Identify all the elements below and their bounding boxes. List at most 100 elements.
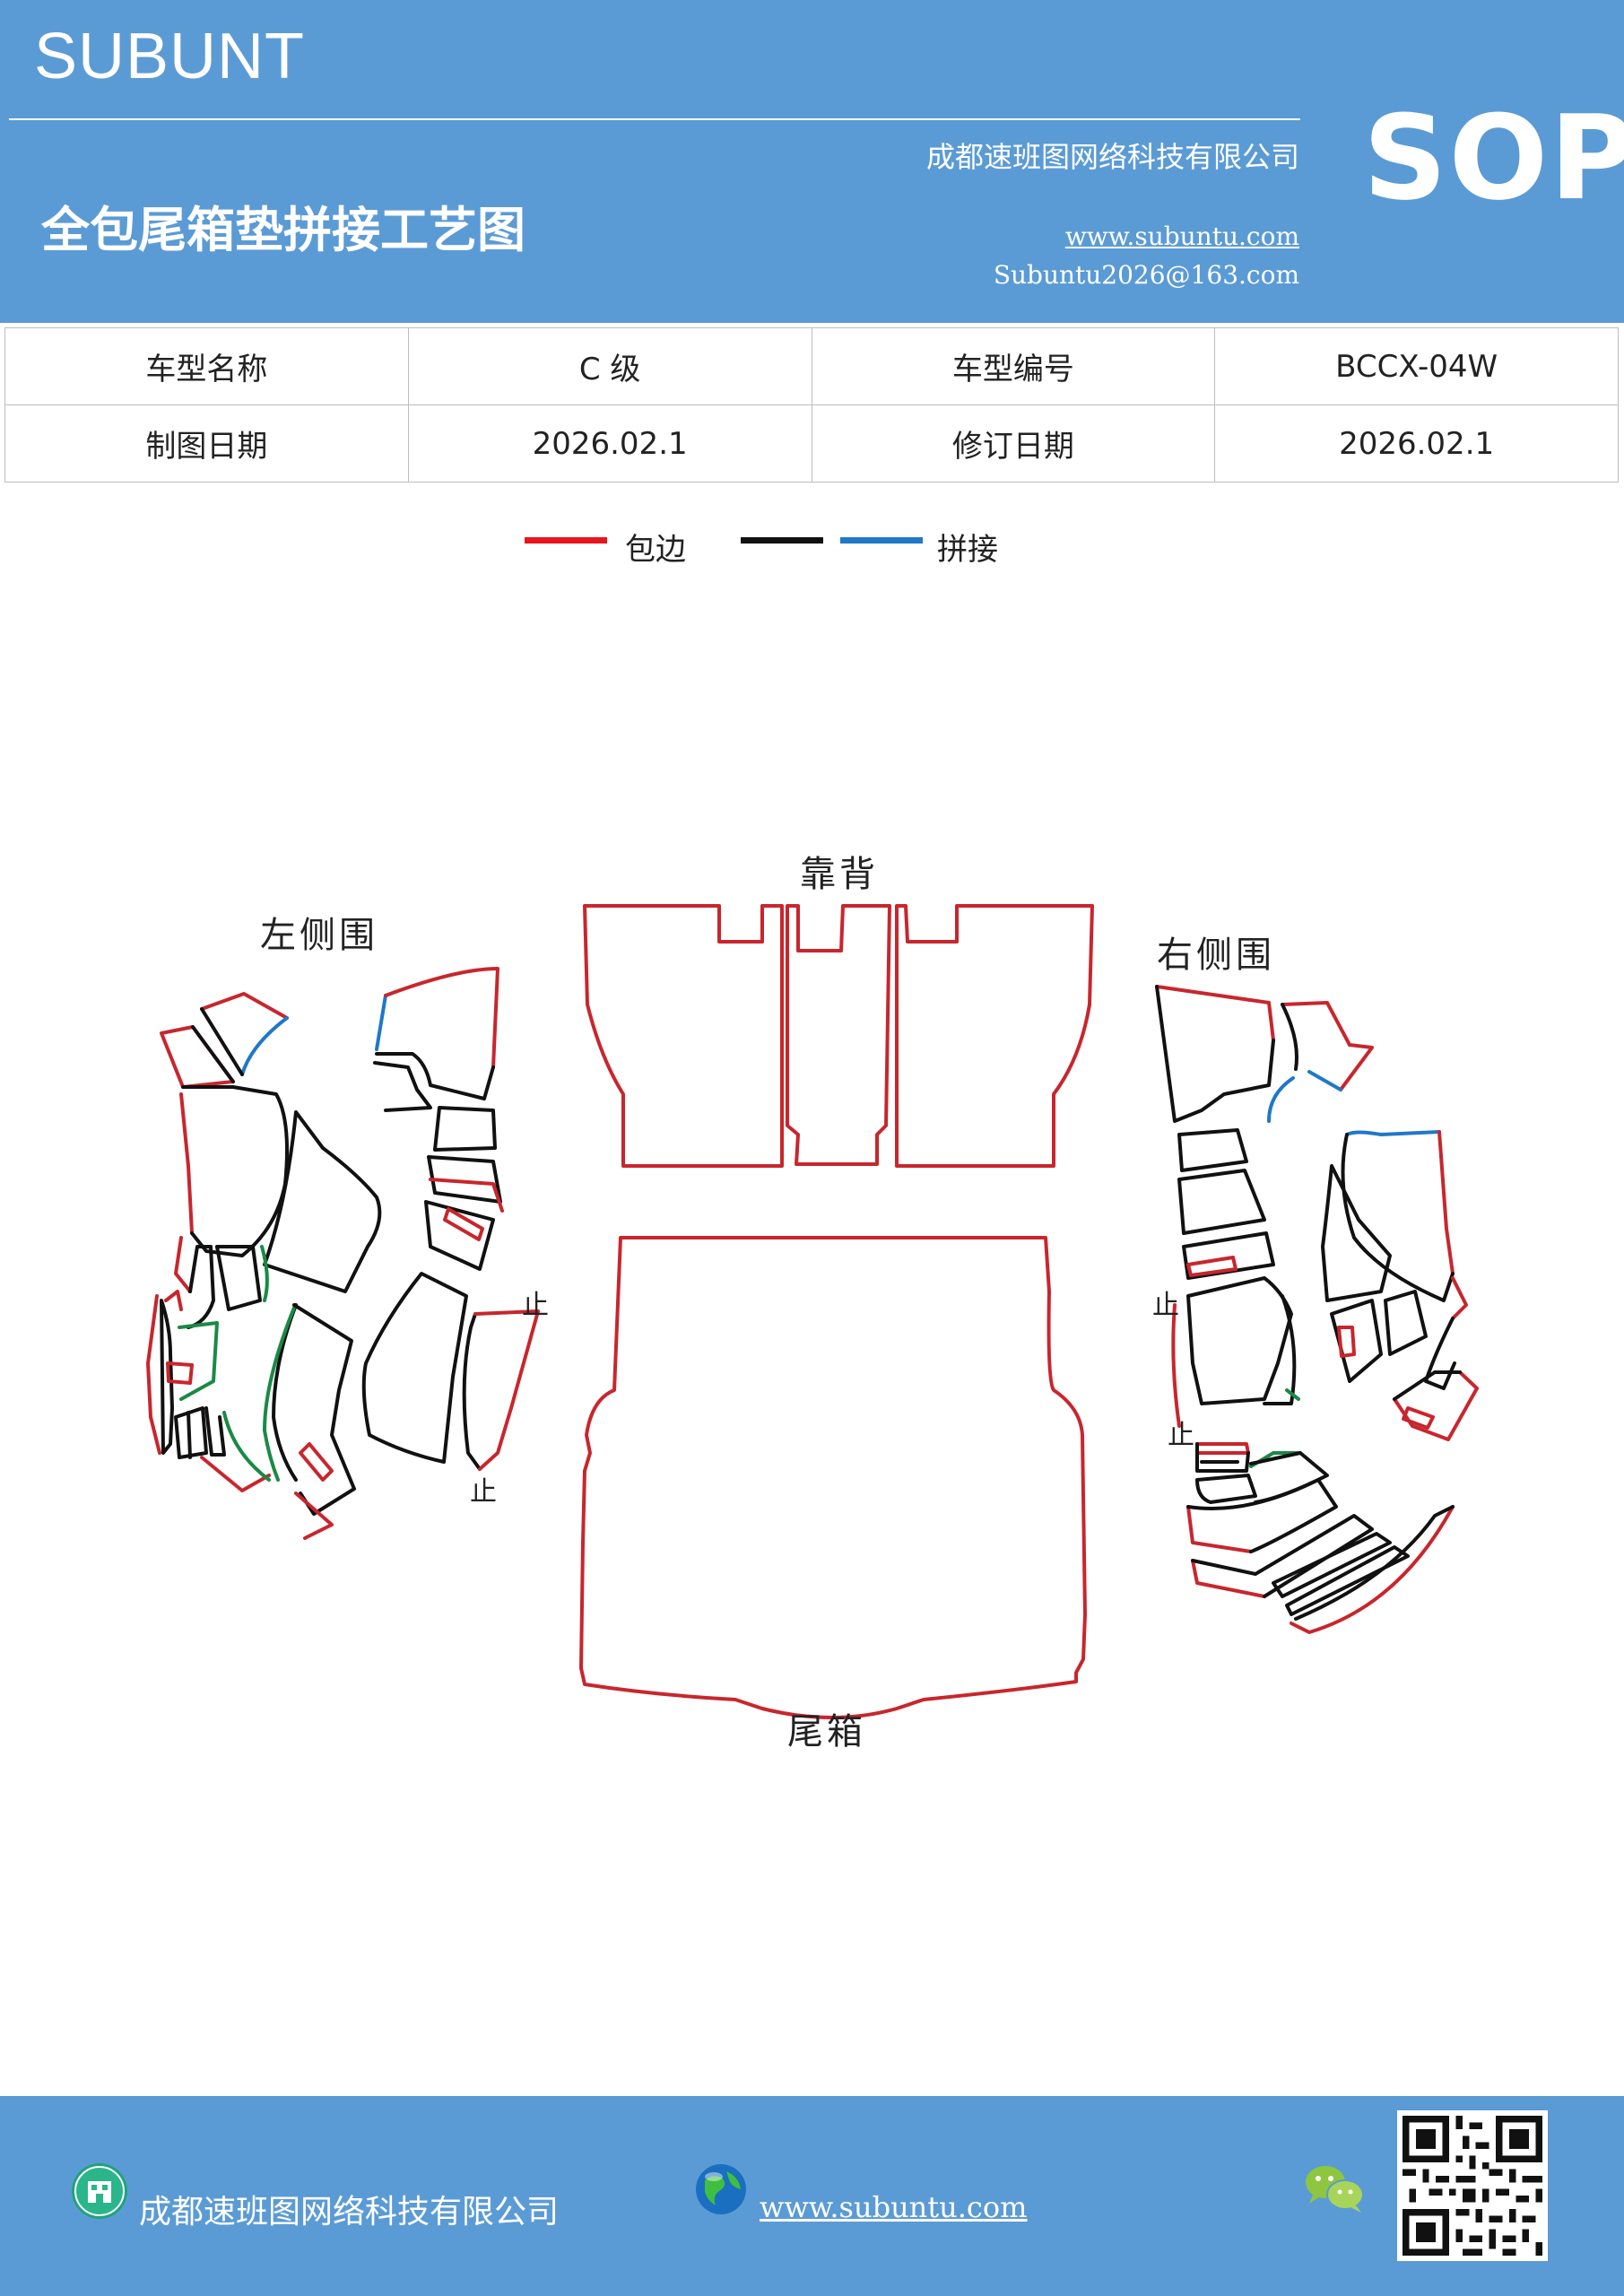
right-piece [1155,985,1275,1042]
right-piece [1281,1001,1351,1047]
left-piece [187,1245,215,1329]
left-piece [191,1025,235,1083]
left-piece [373,1061,432,1112]
right-piece [1186,1256,1238,1277]
right-piece [1424,1317,1456,1390]
stop-mark: 止 [1168,1420,1198,1451]
company-name: 成都速班图网络科技有限公司 [925,140,1299,174]
right-piece [1267,1076,1295,1123]
left-piece [263,1110,382,1293]
right-piece [1393,1370,1462,1401]
info-table: 车型名称 C 级 车型编号 BCCX-04W 制图日期 2026.02.1 修订… [4,327,1619,483]
table-cell: 车型编号 [811,327,1216,405]
legend: 包边 拼接 [525,525,1152,570]
sop-badge: SOP [1363,90,1624,226]
globe-icon [692,2161,750,2218]
label-right-side: 右侧围 [1157,935,1275,976]
qr-code-svg [1403,2116,1542,2256]
right-piece [1177,1128,1248,1172]
header-banner: SUBUNT 成都速班图网络科技有限公司 全包尾箱垫拼接工艺图 www.subu… [0,0,1624,323]
stop-mark: 止 [1152,1290,1183,1321]
table-row: 车型名称 C 级 车型编号 BCCX-04W [4,327,1619,405]
left-piece [263,1306,296,1482]
qr-code [1397,2110,1548,2261]
globe-icon-svg [696,2164,746,2214]
right-piece [1339,1043,1374,1091]
stop-mark: 止 [470,1476,500,1508]
left-piece [361,1272,468,1464]
right-piece [1294,1505,1455,1621]
legend-edge-swatch [525,537,607,544]
footer-company-name: 成都速班图网络科技有限公司 [139,2194,560,2231]
right-piece [1285,1545,1410,1616]
table-cell: 修订日期 [811,404,1216,483]
left-piece [174,1236,192,1293]
left-piece [375,994,387,1051]
left-piece [429,1178,504,1213]
right-piece [1321,1164,1392,1302]
right-piece [1186,1276,1293,1405]
building-icon-svg [74,2166,125,2216]
right-piece [1249,1451,1329,1504]
right-piece [1195,1442,1250,1455]
left-piece [294,1492,334,1540]
right-piece [1191,1559,1266,1598]
left-piece [473,1309,540,1471]
left-piece [272,1303,298,1482]
left-piece [160,1299,174,1455]
right-piece [1182,1231,1275,1280]
right-piece [1263,1294,1297,1405]
pattern-drawing: 靠背 左侧围 右侧围 尾箱 止 止 止 止 [117,825,1498,1752]
left-piece [181,1085,290,1257]
table-cell: C 级 [407,327,812,405]
left-piece [299,1442,334,1482]
backrest-left-panel [583,904,784,1168]
label-trunk: 尾箱 [787,1711,866,1752]
left-piece [240,1016,289,1076]
right-piece [1171,1303,1181,1428]
table-cell: 2026.02.1 [407,404,812,483]
brand-logo-text: SUBUNT [34,21,306,92]
left-piece [164,1290,183,1311]
legend-black-swatch [741,537,823,544]
right-piece [1186,1505,1253,1553]
left-piece [384,967,499,1069]
left-piece [443,1207,484,1241]
right-piece [1186,1478,1338,1553]
left-piece [292,1303,356,1516]
left-side-panels [146,967,540,1540]
building-icon [72,2163,127,2219]
legend-edge-label: 包边 [625,532,686,568]
wechat-icon-svg [1306,2166,1364,2213]
right-piece [1307,1070,1342,1091]
right-piece [1451,1276,1468,1320]
right-piece [1402,1406,1435,1430]
right-piece [1195,1442,1250,1473]
backrest-right-panel [895,904,1094,1168]
right-piece [1437,1130,1455,1275]
footer-banner: 成都速班图网络科技有限公司 www.subuntu.com [0,2096,1624,2296]
left-piece [433,1106,497,1152]
trunk-mat [579,1236,1087,1719]
wechat-icon[interactable] [1302,2162,1367,2216]
right-piece [1341,1133,1455,1302]
footer-website-link[interactable]: www.subuntu.com [760,2190,1028,2224]
header-divider [9,118,1300,120]
left-piece [424,1200,495,1271]
right-piece [1384,1290,1428,1356]
email-address: Subuntu2026@163.com [993,260,1299,290]
pattern-svg [146,904,1479,1719]
right-piece [1155,985,1275,1123]
right-piece [1281,1003,1298,1071]
table-cell: 制图日期 [4,404,409,483]
left-piece [166,1361,194,1385]
left-piece [222,1411,271,1482]
backrest-center-panel [786,904,891,1166]
table-cell: 车型名称 [4,327,409,405]
right-side-panels [1155,985,1479,1634]
website-link[interactable]: www.subuntu.com [1064,222,1299,251]
left-piece [200,992,289,1020]
left-piece [215,1245,262,1311]
document-title: 全包尾箱垫拼接工艺图 [41,201,525,258]
backrest-panels [583,904,1094,1168]
